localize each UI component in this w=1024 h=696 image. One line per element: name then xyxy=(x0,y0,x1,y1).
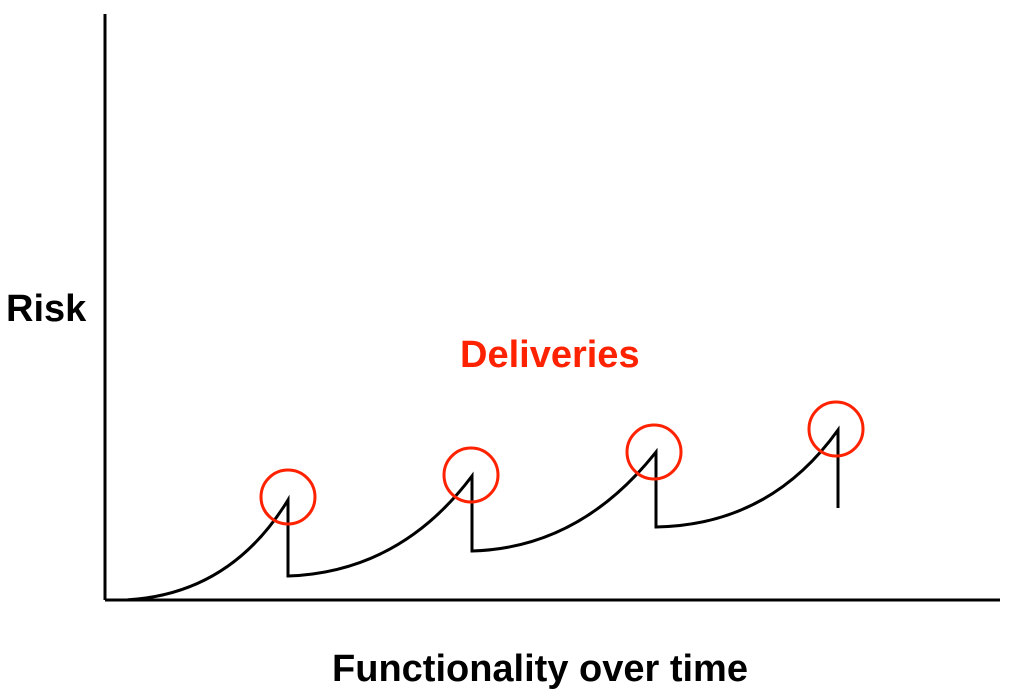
delivery-marker xyxy=(625,423,683,481)
risk-curve xyxy=(124,425,840,602)
delivery-marker xyxy=(442,446,500,504)
y-axis-label: Risk xyxy=(6,288,87,330)
x-axis-label: Functionality over time xyxy=(332,648,748,690)
deliveries-annotation: Deliveries xyxy=(460,334,640,376)
delivery-marker xyxy=(259,468,317,526)
delivery-marker xyxy=(807,400,865,458)
